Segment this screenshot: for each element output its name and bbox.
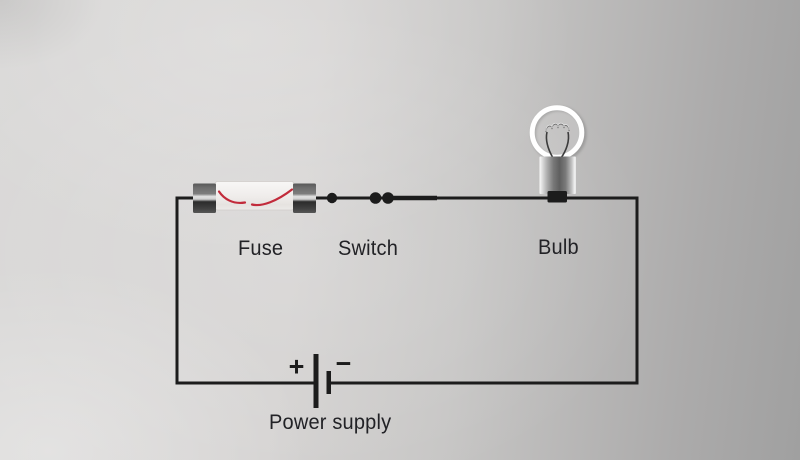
battery-icon bbox=[313, 354, 331, 408]
fuse-filament-right bbox=[250, 188, 294, 207]
bulb-globe bbox=[529, 105, 585, 160]
fuse-icon bbox=[193, 181, 316, 213]
circuit-wire bbox=[175, 196, 639, 385]
bulb-filament-lead-left bbox=[545, 131, 554, 159]
switch-contact-dot bbox=[326, 192, 338, 204]
battery-plus-sign: + bbox=[288, 351, 305, 381]
battery-short-plate bbox=[326, 371, 331, 394]
fuse-cap-left bbox=[193, 183, 216, 213]
bulb-filament-coil bbox=[545, 123, 570, 133]
power-supply-label: Power supply bbox=[269, 410, 392, 434]
bulb-icon bbox=[529, 105, 587, 203]
bulb-label: Bulb bbox=[538, 235, 579, 259]
bulb-filament-coil-highlight bbox=[545, 122, 570, 132]
battery-minus-sign: − bbox=[335, 348, 352, 378]
fuse-label: Fuse bbox=[238, 236, 284, 260]
bulb-filament-lead-right bbox=[560, 131, 570, 159]
battery-long-plate bbox=[313, 354, 319, 408]
fuse-cap-right bbox=[293, 183, 316, 213]
switch-contact-dot bbox=[382, 192, 394, 204]
bulb-base bbox=[539, 156, 576, 194]
switch-label: Switch bbox=[338, 236, 399, 260]
switch-icon bbox=[326, 192, 437, 204]
bulb-contact bbox=[547, 191, 567, 203]
switch-contact-dot bbox=[369, 192, 382, 204]
fuse-filament-left bbox=[217, 190, 247, 205]
